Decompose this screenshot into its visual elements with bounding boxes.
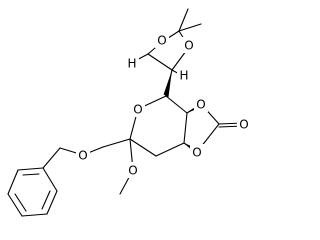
acetonide-oxygen-left: O xyxy=(157,34,166,48)
ether-oxygen: O xyxy=(78,149,87,163)
bond xyxy=(42,147,61,169)
bond xyxy=(147,53,173,71)
bond xyxy=(17,167,44,171)
methoxy-oxygen: O xyxy=(128,164,137,178)
bond xyxy=(7,169,19,195)
bond xyxy=(7,193,23,217)
bond xyxy=(178,23,202,32)
chemical-structure: O O H H O O O O O O xyxy=(7,8,251,217)
atom-label-background xyxy=(126,162,140,178)
bond xyxy=(102,138,131,148)
bond xyxy=(21,213,48,217)
atom-label-background xyxy=(190,144,204,160)
dioxolane-oxygen-upper: O xyxy=(196,98,205,112)
acetonide-oxygen-right: O xyxy=(184,39,193,53)
atom-label-background xyxy=(182,37,196,53)
stereo-hydrogen-right: H xyxy=(179,69,188,83)
bond xyxy=(14,193,27,212)
atom-label-background xyxy=(237,116,251,132)
bond xyxy=(155,142,185,157)
atom-label-background xyxy=(177,67,191,83)
wedge-bond xyxy=(163,70,172,98)
bond xyxy=(41,190,51,210)
bond xyxy=(129,138,157,157)
atom-label-background xyxy=(76,147,90,163)
atom-label-background xyxy=(125,55,139,71)
atom-label-background xyxy=(131,101,145,117)
atom-label-background xyxy=(155,32,169,48)
bond xyxy=(42,167,58,192)
atom-label-background xyxy=(194,96,208,112)
bond xyxy=(183,112,188,144)
bond xyxy=(46,190,58,215)
atom-labels: O O H H O O O O O O xyxy=(76,32,251,178)
ring-oxygen: O xyxy=(133,103,142,117)
carbonyl-oxygen: O xyxy=(239,118,248,132)
stereo-hydrogen-left: H xyxy=(127,57,136,71)
bond xyxy=(165,95,188,114)
bond xyxy=(178,8,189,32)
bonds xyxy=(7,8,244,217)
bond xyxy=(22,173,40,176)
dioxolane-oxygen-lower: O xyxy=(192,146,201,160)
